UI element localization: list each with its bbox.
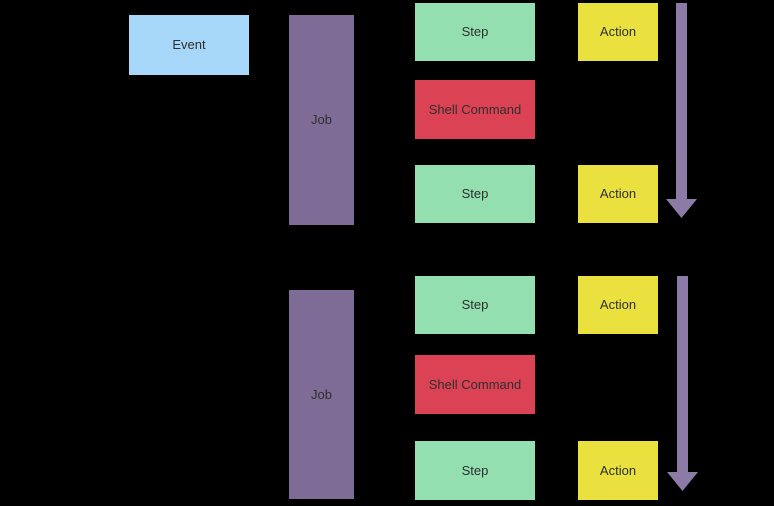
step-box: Step: [415, 276, 535, 334]
shell-command-box: Shell Command: [415, 355, 535, 414]
action-box: Action: [578, 3, 658, 61]
arrow-shaft: [676, 3, 687, 200]
action-label: Action: [599, 24, 637, 40]
job-box: Job: [289, 290, 354, 499]
job-label: Job: [311, 112, 332, 128]
shell-command-label: Shell Command: [428, 101, 522, 117]
step-box: Step: [415, 3, 535, 61]
arrow-down-icon: [666, 199, 697, 218]
step-label: Step: [461, 462, 489, 478]
event-box: Event: [129, 15, 249, 75]
action-box: Action: [578, 441, 658, 500]
shell-command-label: Shell Command: [428, 376, 522, 392]
job-box: Job: [289, 15, 354, 225]
action-label: Action: [599, 297, 637, 313]
action-box: Action: [578, 276, 658, 334]
step-label: Step: [461, 186, 489, 202]
arrow-down-icon: [667, 472, 698, 491]
step-label: Step: [461, 297, 489, 313]
action-box: Action: [578, 165, 658, 223]
arrow-shaft: [677, 276, 688, 473]
step-label: Step: [461, 24, 489, 40]
event-label: Event: [172, 37, 206, 53]
job-label: Job: [311, 386, 332, 402]
shell-command-box: Shell Command: [415, 80, 535, 139]
action-label: Action: [599, 462, 637, 478]
action-label: Action: [599, 186, 637, 202]
step-box: Step: [415, 441, 535, 500]
step-box: Step: [415, 165, 535, 223]
